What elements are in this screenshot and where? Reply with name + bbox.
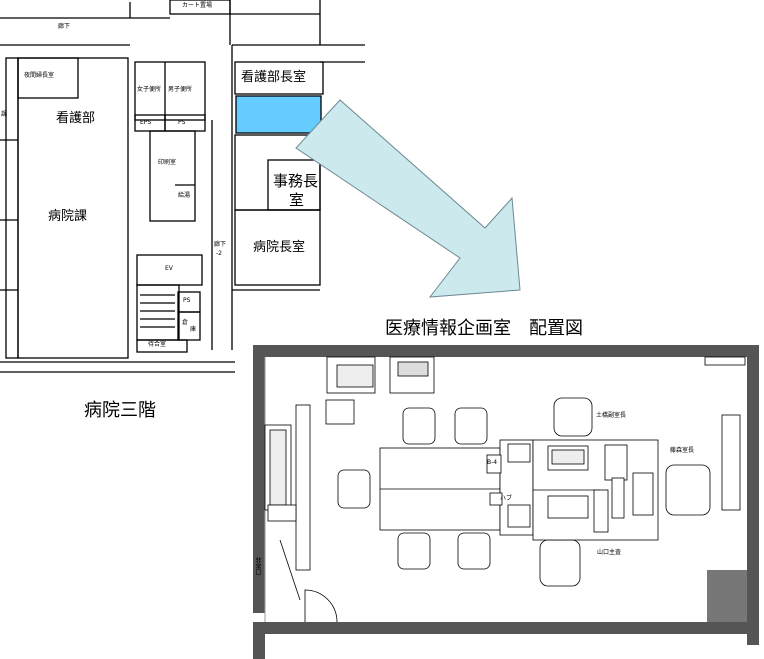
left-edge-label: 課 xyxy=(1,111,8,118)
storage-label-2: 庫 xyxy=(190,326,197,333)
pointer-arrow xyxy=(295,99,521,298)
kyutou-label: 給湯 xyxy=(178,192,191,199)
nursing-director-room-label: 看護部長室 xyxy=(241,70,307,85)
furniture xyxy=(264,356,746,587)
room-layout-plan xyxy=(253,345,759,659)
highlighted-room xyxy=(235,95,322,134)
kanban-label: ハブ xyxy=(500,495,513,502)
mens-toilet-label: 男子便所 xyxy=(168,86,193,93)
ev-label: EV xyxy=(165,265,173,272)
admin-director-room-label-2: 室 xyxy=(289,191,305,209)
corridor2-label-1: 廊下 xyxy=(214,241,227,248)
storage-label-1: 倉 xyxy=(182,319,189,326)
yamaguchi-label: 山口主査 xyxy=(597,549,622,556)
night-head-room-label: 夜間婦長室 xyxy=(24,72,55,79)
ps-label: PS xyxy=(178,119,186,126)
womens-toilet-label: 女子便所 xyxy=(137,86,162,93)
nursing-dept-label: 看護部 xyxy=(56,111,96,126)
floor-caption: 病院三階 xyxy=(84,400,156,421)
room-layout-title: 医療情報企画室 配置図 xyxy=(385,318,583,339)
ps2-label: PS xyxy=(183,297,191,304)
eps-label: EPS xyxy=(140,119,152,126)
emergency-exit-label: 非常口 xyxy=(254,557,261,575)
waiting-label: 待合室 xyxy=(148,341,167,348)
admin-director-room-label-1: 事務長 xyxy=(273,172,319,190)
hospital-section-label: 病院課 xyxy=(48,209,88,224)
printing-room-label: 印刷室 xyxy=(158,159,177,166)
deputy-label: 土橋副室長 xyxy=(596,412,627,419)
hospital-floor-plan xyxy=(0,0,365,373)
ent-note-label: B-4 xyxy=(487,459,498,466)
head-label: 藤森室長 xyxy=(670,447,695,454)
corridor2-label-2: -2 xyxy=(216,250,222,257)
corridor-label: 廊下 xyxy=(58,23,71,30)
cart-area-label: カート置場 xyxy=(182,2,213,9)
hospital-director-room-label: 病院長室 xyxy=(253,240,306,255)
